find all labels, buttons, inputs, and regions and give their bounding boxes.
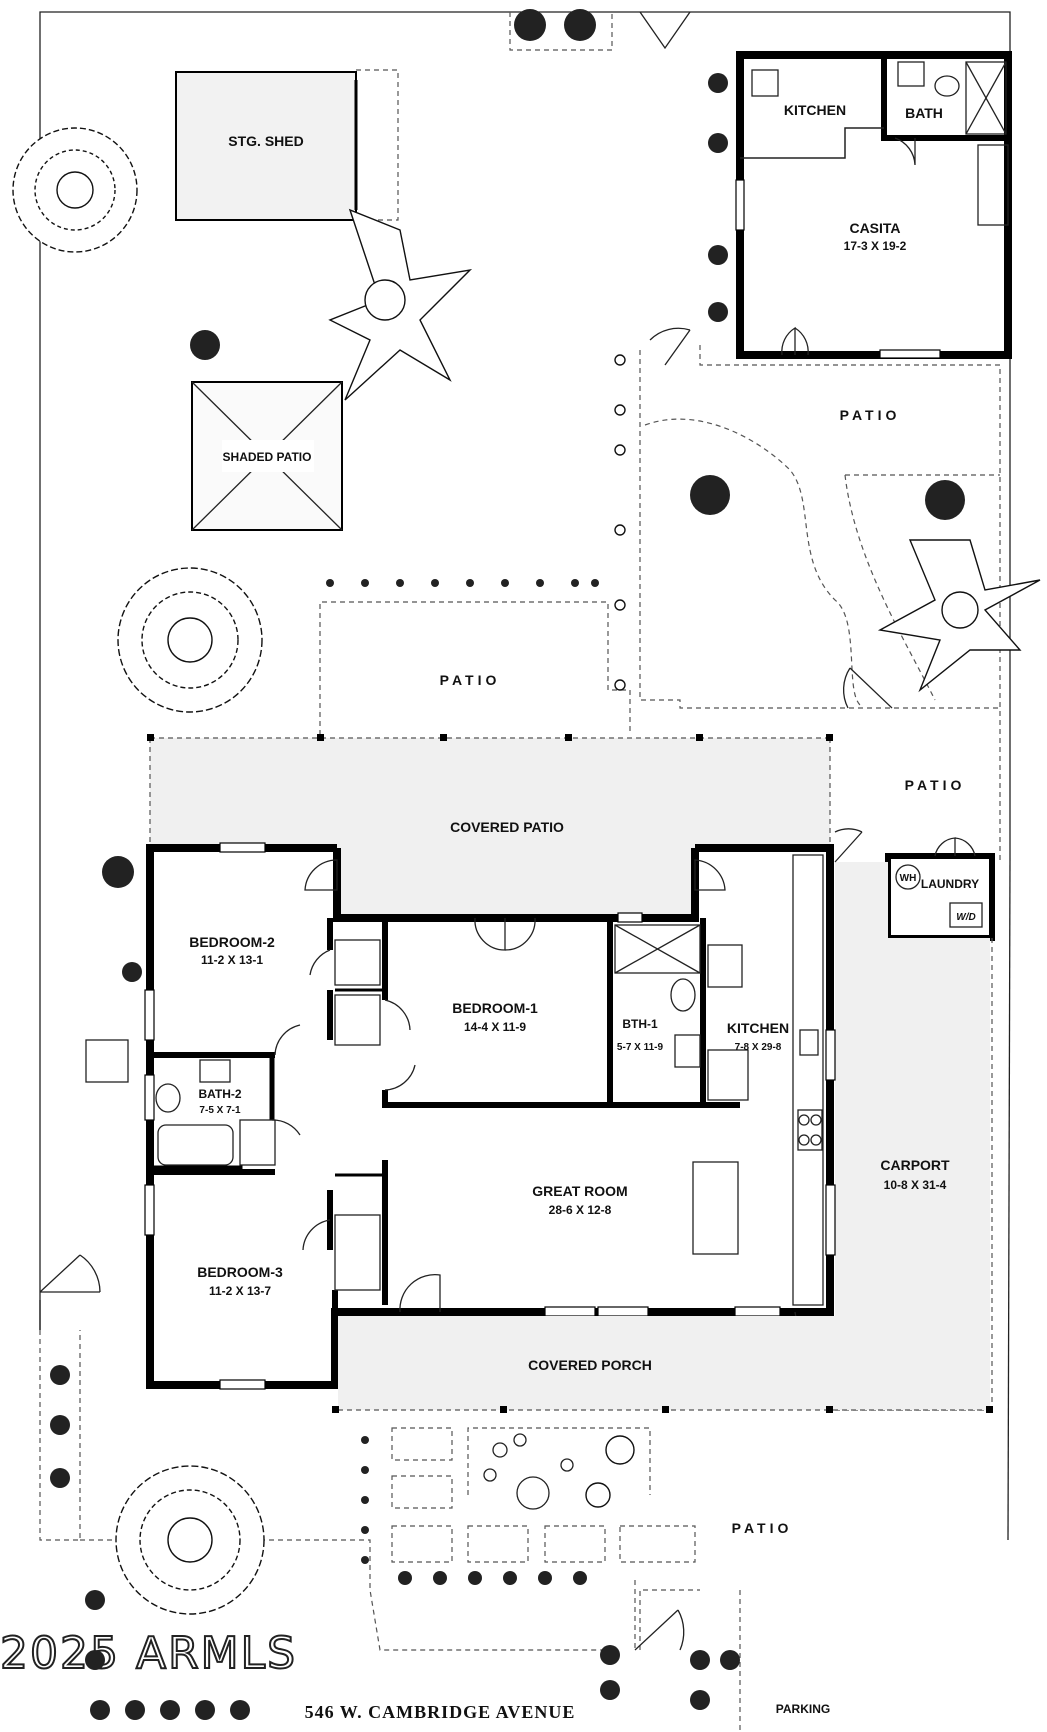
room-label-patio-casita: PATIO (840, 407, 901, 423)
room-dims-bedroom-2: 11-2 X 13-1 (201, 953, 263, 967)
room-dims-bth-1: 5-7 X 11-9 (617, 1042, 664, 1053)
room-dims-bedroom-3: 11-2 X 13-7 (209, 1284, 271, 1298)
room-label-carport: CARPORT (880, 1157, 950, 1173)
room-label-bath-2: BATH-2 (198, 1087, 241, 1101)
water-heater-label: WH (900, 873, 917, 884)
room-label-covered-patio: COVERED PATIO (450, 819, 564, 835)
tree-southwest (115, 1465, 265, 1615)
watermark-text: 2025 ARMLS (0, 1628, 297, 1679)
room-label-laundry: LAUNDRY (921, 877, 979, 891)
room-label-bedroom-2: BEDROOM-2 (189, 934, 275, 950)
room-label-bth-1: BTH-1 (622, 1017, 658, 1031)
front-patio: PATIO PARKING (391, 1427, 830, 1716)
room-dims-carport: 10-8 X 31-4 (884, 1178, 947, 1192)
laundry-room: WH W/D LAUNDRY (885, 837, 995, 941)
main-house: BEDROOM-2 11-2 X 13-1 BEDROOM-1 14-4 X 1… (144, 842, 836, 1390)
covered-patio: COVERED PATIO (147, 734, 833, 918)
room-label-patio-east: PATIO (905, 777, 966, 793)
tree-east (877, 539, 1041, 693)
room-label-great-room: GREAT ROOM (532, 1183, 627, 1199)
room-dims-bedroom-1: 14-4 X 11-9 (464, 1020, 526, 1034)
room-label-casita-kitchen: KITCHEN (784, 102, 846, 118)
shaded-patio: SHADED PATIO (191, 381, 343, 531)
room-label-shaded-patio: SHADED PATIO (223, 450, 312, 464)
room-label-casita: CASITA (849, 220, 900, 236)
casita-patio: PATIO PATIO (639, 11, 1001, 860)
fence-gates (39, 1254, 101, 1293)
tree-west (117, 567, 263, 713)
room-dims-great-room: 28-6 X 12-8 (549, 1203, 612, 1217)
room-label-bedroom-3: BEDROOM-3 (197, 1264, 283, 1280)
room-label-stg-shed: STG. SHED (228, 133, 303, 149)
north-patio: PATIO (319, 601, 631, 735)
tree-northwest (12, 127, 138, 253)
room-label-covered-porch: COVERED PORCH (528, 1357, 652, 1373)
room-dims-casita: 17-3 X 19-2 (844, 239, 907, 253)
room-label-kitchen: KITCHEN (727, 1020, 789, 1036)
tree-center (328, 208, 473, 401)
covered-porch: COVERED PORCH (332, 1316, 993, 1413)
storage-shed: STG. SHED (175, 69, 399, 221)
casita-building: KITCHEN BATH CASITA 17-3 X 19-2 (735, 51, 1012, 359)
address-title: 546 W. CAMBRIDGE AVENUE (305, 1702, 576, 1722)
room-label-casita-bath: BATH (905, 105, 943, 121)
carport: CARPORT 10-8 X 31-4 (834, 828, 993, 1411)
room-dims-bath-2: 7-5 X 7-1 (199, 1105, 241, 1116)
room-label-patio-north: PATIO (440, 672, 501, 688)
landscape-trees (12, 9, 1041, 1720)
washer-dryer-label: W/D (956, 912, 975, 923)
room-label-bedroom-1: BEDROOM-1 (452, 1000, 538, 1016)
room-label-parking: PARKING (776, 1702, 830, 1716)
room-dims-kitchen: 7-8 X 29-8 (735, 1042, 782, 1053)
exterior-pad (85, 1039, 129, 1083)
room-label-patio-front: PATIO (732, 1520, 793, 1536)
